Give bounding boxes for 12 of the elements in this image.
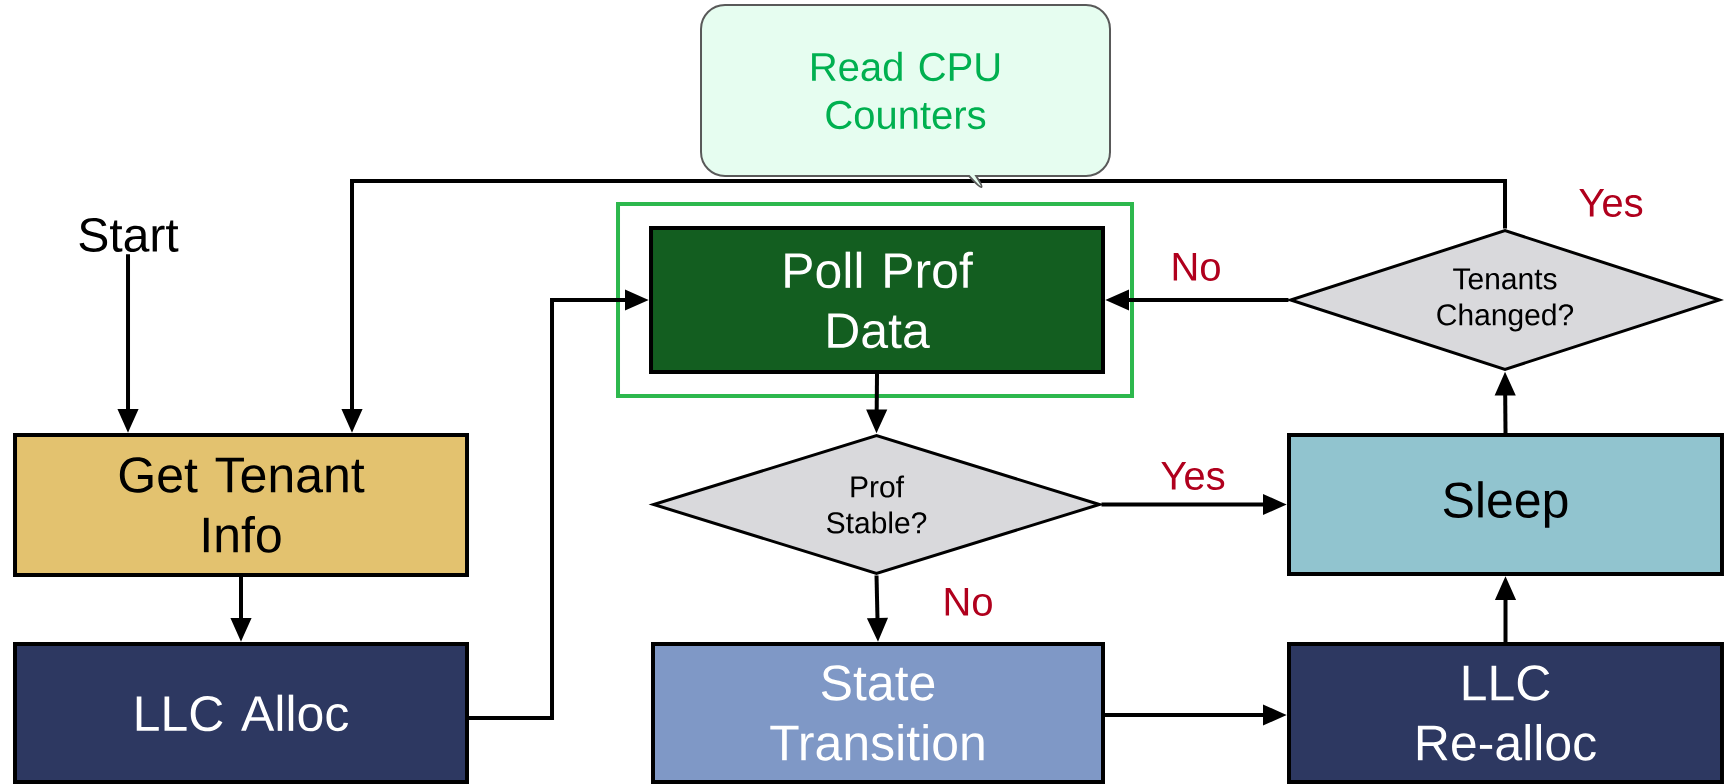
process-box: State Transition <box>651 642 1105 784</box>
start-label: Start <box>79 218 179 252</box>
process-box: Get Tenant Info <box>13 433 469 577</box>
edge-label: No <box>940 586 996 618</box>
edge-label: No <box>1168 251 1224 283</box>
process-box: Poll Prof Data <box>649 226 1105 374</box>
edge-label: Yes <box>1158 460 1228 492</box>
process-box: LLC Alloc <box>13 642 469 784</box>
process-box: Sleep <box>1287 433 1724 576</box>
process-box: LLC Re-alloc <box>1287 642 1724 784</box>
edge-label: Yes <box>1576 187 1646 219</box>
callout-bubble: Read CPU Counters <box>700 4 1111 188</box>
